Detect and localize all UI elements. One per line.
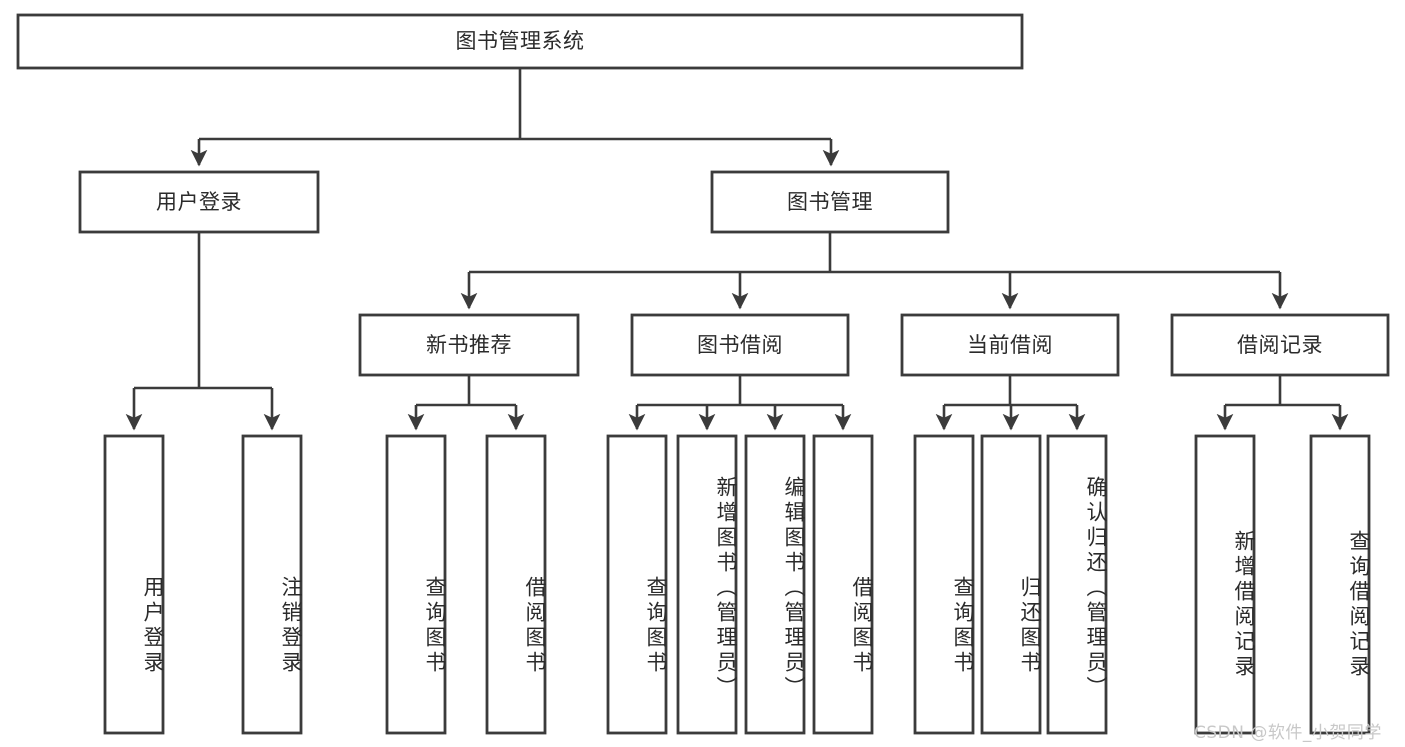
leaf-box-add-record[interactable] — [1194, 434, 1256, 735]
node-boxes — [16, 13, 1390, 735]
leaf-box-add-book[interactable] — [676, 434, 738, 735]
leaf-box-borrow-book-2[interactable] — [812, 434, 874, 735]
connector-lines — [125, 68, 1349, 431]
leaf-box-borrow-book-1[interactable] — [485, 434, 547, 735]
node-box-book-manage[interactable] — [710, 170, 950, 234]
node-box-new-book-recommend[interactable] — [358, 313, 580, 377]
leaf-box-query-record[interactable] — [1309, 434, 1371, 735]
leaf-box-query-book-3[interactable] — [913, 434, 975, 735]
leaf-box-edit-book[interactable] — [744, 434, 806, 735]
node-box-current-borrow[interactable] — [900, 313, 1120, 377]
leaf-box-user-login[interactable] — [103, 434, 165, 735]
node-box-user-login[interactable] — [78, 170, 320, 234]
leaf-box-logout[interactable] — [241, 434, 303, 735]
leaf-box-query-book-2[interactable] — [606, 434, 668, 735]
node-box-root[interactable] — [16, 13, 1024, 70]
node-box-borrow-record[interactable] — [1170, 313, 1390, 377]
leaf-box-query-book-1[interactable] — [385, 434, 447, 735]
leaf-box-return-book[interactable] — [980, 434, 1042, 735]
csdn-watermark: CSDN @软件_小贺同学 — [1194, 723, 1382, 743]
node-box-book-borrow[interactable] — [630, 313, 850, 377]
leaf-box-confirm-return[interactable] — [1046, 434, 1108, 735]
